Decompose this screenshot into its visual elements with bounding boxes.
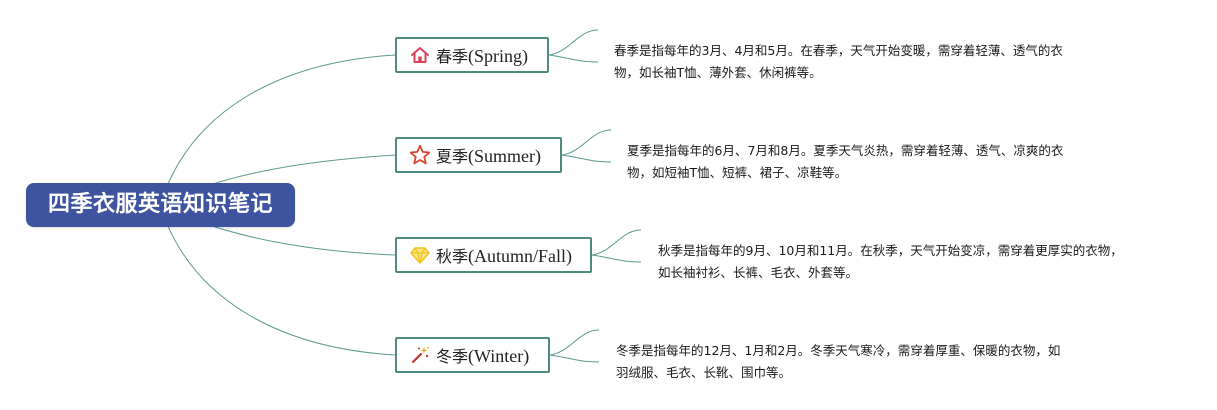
topic-autumn[interactable]: 秋季(Autumn/Fall) <box>395 237 592 273</box>
diamond-icon <box>409 244 431 266</box>
topic-label: 秋季(Autumn/Fall) <box>436 243 572 267</box>
topic-label: 夏季(Summer) <box>436 143 541 167</box>
topic-winter[interactable]: 冬季(Winter) <box>395 337 550 373</box>
topic-label-cn: 春季 <box>436 47 469 66</box>
description-line: 羽绒服、毛衣、长靴、围巾等。 <box>616 365 792 380</box>
topic-label-cn: 夏季 <box>436 147 469 166</box>
description-winter: 冬季是指每年的12月、1月和2月。冬季天气寒冷，需穿着厚重、保暖的衣物，如 羽绒… <box>616 340 1136 384</box>
topic-label: 冬季(Winter) <box>436 343 529 367</box>
topic-spring[interactable]: 春季(Spring) <box>395 37 549 73</box>
connector-spring-desc <box>548 29 599 63</box>
description-line: 冬季是指每年的12月、1月和2月。冬季天气寒冷，需穿着厚重、保暖的衣物，如 <box>616 343 1061 358</box>
root-title: 四季衣服英语知识笔记 <box>47 192 273 217</box>
topic-summer[interactable]: 夏季(Summer) <box>395 137 562 173</box>
description-line: 物，如长袖T恤、薄外套、休闲裤等。 <box>614 65 822 80</box>
topic-label-cn: 冬季 <box>436 347 469 366</box>
connector-root-winter <box>159 204 396 356</box>
description-line: 物，如短袖T恤、短裤、裙子、凉鞋等。 <box>627 165 848 180</box>
description-line: 春季是指每年的3月、4月和5月。在春季，天气开始变暖，需穿着轻薄、透气的衣 <box>614 43 1063 58</box>
house-icon <box>409 44 431 66</box>
description-line: 夏季是指每年的6月、7月和8月。夏季天气炎热，需穿着轻薄、透气、凉爽的衣 <box>627 143 1064 158</box>
description-spring: 春季是指每年的3月、4月和5月。在春季，天气开始变暖，需穿着轻薄、透气的衣 物，… <box>614 40 1154 84</box>
topic-label-en: (Winter) <box>468 346 530 366</box>
topic-label-cn: 秋季 <box>436 247 469 266</box>
connector-root-spring <box>159 54 396 206</box>
topic-label-en: (Autumn/Fall) <box>468 246 573 266</box>
topic-label: 春季(Spring) <box>436 43 528 67</box>
description-line: 秋季是指每年的9月、10月和11月。在秋季，天气开始变凉，需穿着更厚实的衣物， <box>658 243 1123 258</box>
connector-summer-desc <box>561 129 612 163</box>
connector-autumn-desc <box>591 229 642 263</box>
description-summer: 夏季是指每年的6月、7月和8月。夏季天气炎热，需穿着轻薄、透气、凉爽的衣 物，如… <box>627 140 1147 184</box>
connector-winter-desc <box>549 329 600 363</box>
magic-wand-icon <box>409 344 431 366</box>
description-autumn: 秋季是指每年的9月、10月和11月。在秋季，天气开始变凉，需穿着更厚实的衣物， … <box>658 240 1178 284</box>
star-icon <box>409 144 431 166</box>
topic-label-en: (Summer) <box>468 146 541 166</box>
root-topic[interactable]: 四季衣服英语知识笔记 <box>26 183 295 227</box>
topic-label-en: (Spring) <box>468 46 529 66</box>
description-line: 如长袖衬衫、长裤、毛衣、外套等。 <box>658 265 859 280</box>
